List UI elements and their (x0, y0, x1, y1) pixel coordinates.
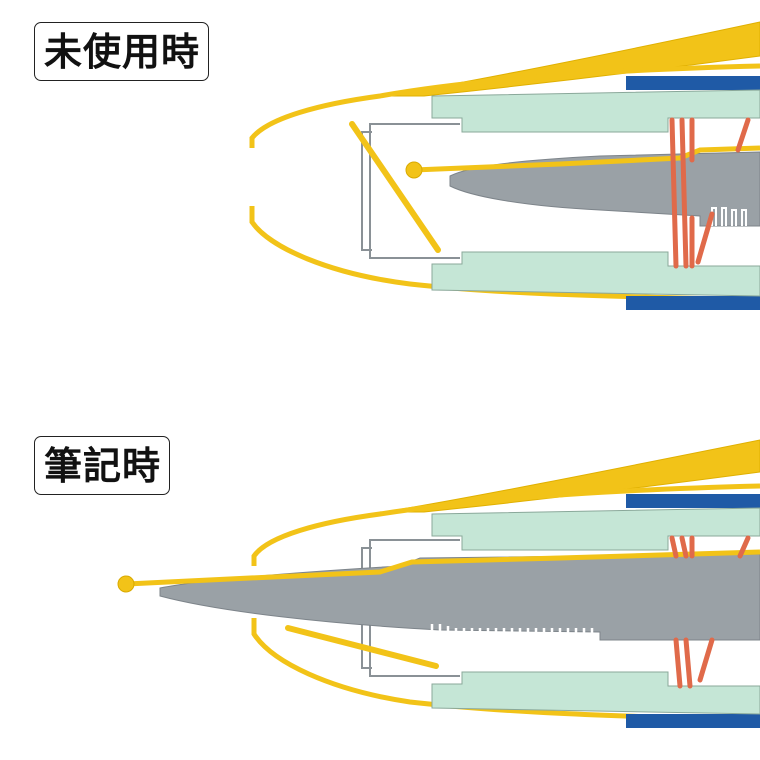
nib-body (159, 553, 760, 641)
feed-rod (125, 549, 760, 587)
cap-shell-upper (249, 63, 760, 148)
inner-sleeve (431, 89, 760, 133)
panel-label-writing: 筆記時 (34, 436, 171, 495)
comb-teeth (430, 624, 594, 642)
feed-rod (413, 145, 760, 173)
ball-tip (405, 161, 423, 179)
spring (669, 535, 751, 689)
shutter-lever (349, 121, 441, 253)
cap-shell-upper (251, 483, 760, 566)
barrel-blue-bottom (626, 714, 760, 728)
ball-tip (117, 575, 135, 593)
spring (669, 117, 751, 269)
barrel-blue-bottom (626, 296, 760, 310)
clip-shell (383, 439, 760, 513)
barrel-blue-top (626, 494, 760, 508)
pen-writing (117, 439, 760, 728)
pen-unused (249, 21, 760, 310)
metal-housing (369, 123, 460, 259)
inner-sleeve-bottom (431, 251, 760, 297)
clip-shell (383, 21, 760, 97)
barrel-blue-top (626, 76, 760, 90)
inner-sleeve (431, 507, 760, 551)
comb-teeth (711, 207, 747, 226)
inner-sleeve-bottom (431, 671, 760, 715)
panel-label-unused: 未使用時 (34, 22, 210, 81)
shutter-lever (285, 625, 439, 669)
metal-housing-inner (361, 131, 372, 251)
